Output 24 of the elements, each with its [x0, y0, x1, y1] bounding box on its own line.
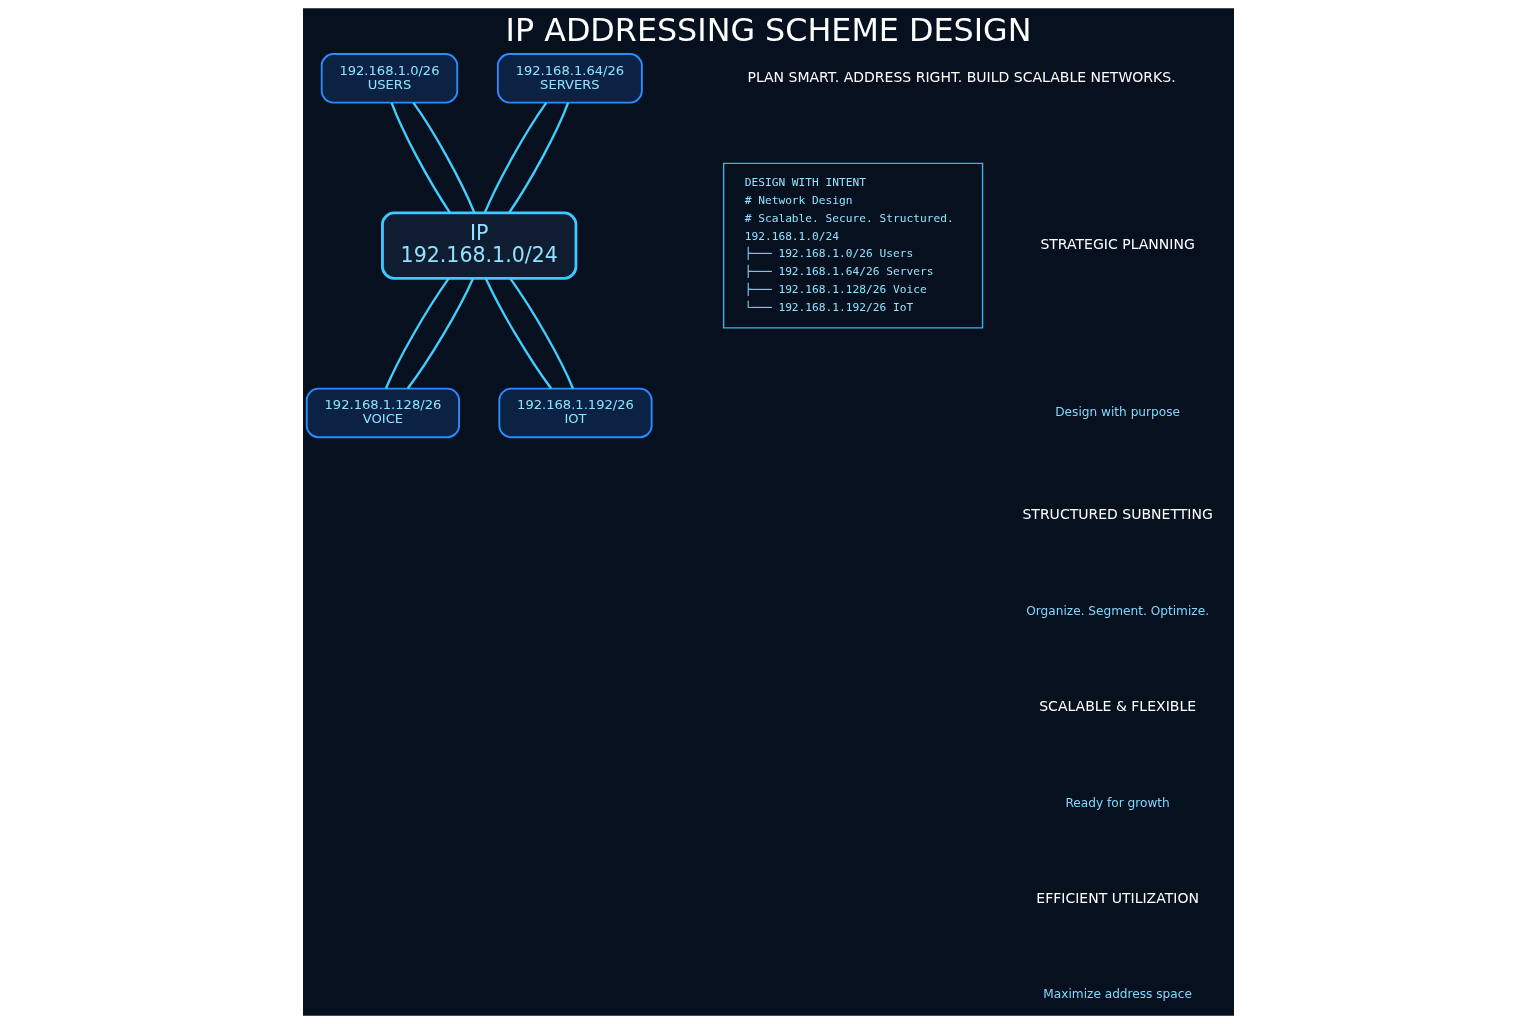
label: STRUCTURED SUBNETTING: [1021, 506, 1213, 523]
connector: [390, 102, 451, 214]
node-box: 192.168.1.64/26 SERVERS: [496, 53, 643, 104]
label: PLAN SMART. ADDRESS RIGHT. BUILD SCALABLE NETWORKS.: [746, 68, 1176, 85]
label: Organize. Segment. Optimize.: [1025, 604, 1209, 619]
connector: [484, 277, 552, 390]
label: STRATEGIC PLANNING: [1039, 235, 1195, 252]
label: Ready for growth: [1064, 795, 1170, 810]
connector: [483, 102, 547, 214]
label: SCALABLE & FLEXIBLE: [1038, 698, 1196, 715]
connector: [508, 277, 574, 389]
diagram-title: IP ADDRESSING SCHEME DESIGN: [505, 12, 1031, 49]
node-box: 192.168.1.128/26 VOICE: [305, 387, 460, 439]
node-box: DESIGN WITH INTENT # Network Design # Scalable. Secure. Structured. 192.168.1.0/24 ├─── 192.168.1.0/26 Users ├─── 192.168.1.64/26 Servers ├─── 192.168.1.128/26 Voice └─── 192.168.1.192/26 IoT: [722, 162, 983, 329]
label: Maximize address space: [1042, 987, 1192, 1002]
node-box: 192.168.1.0/26 USERS: [320, 53, 458, 104]
node-box: IP 192.168.1.0/24: [380, 211, 577, 280]
node-box: 192.168.1.192/26 IOT: [497, 387, 653, 439]
label: EFFICIENT UTILIZATION: [1035, 889, 1199, 906]
connector: [406, 277, 474, 390]
connector: [384, 277, 450, 389]
connector: [412, 102, 475, 214]
label: Design with purpose: [1054, 405, 1180, 420]
connector: [507, 102, 569, 214]
